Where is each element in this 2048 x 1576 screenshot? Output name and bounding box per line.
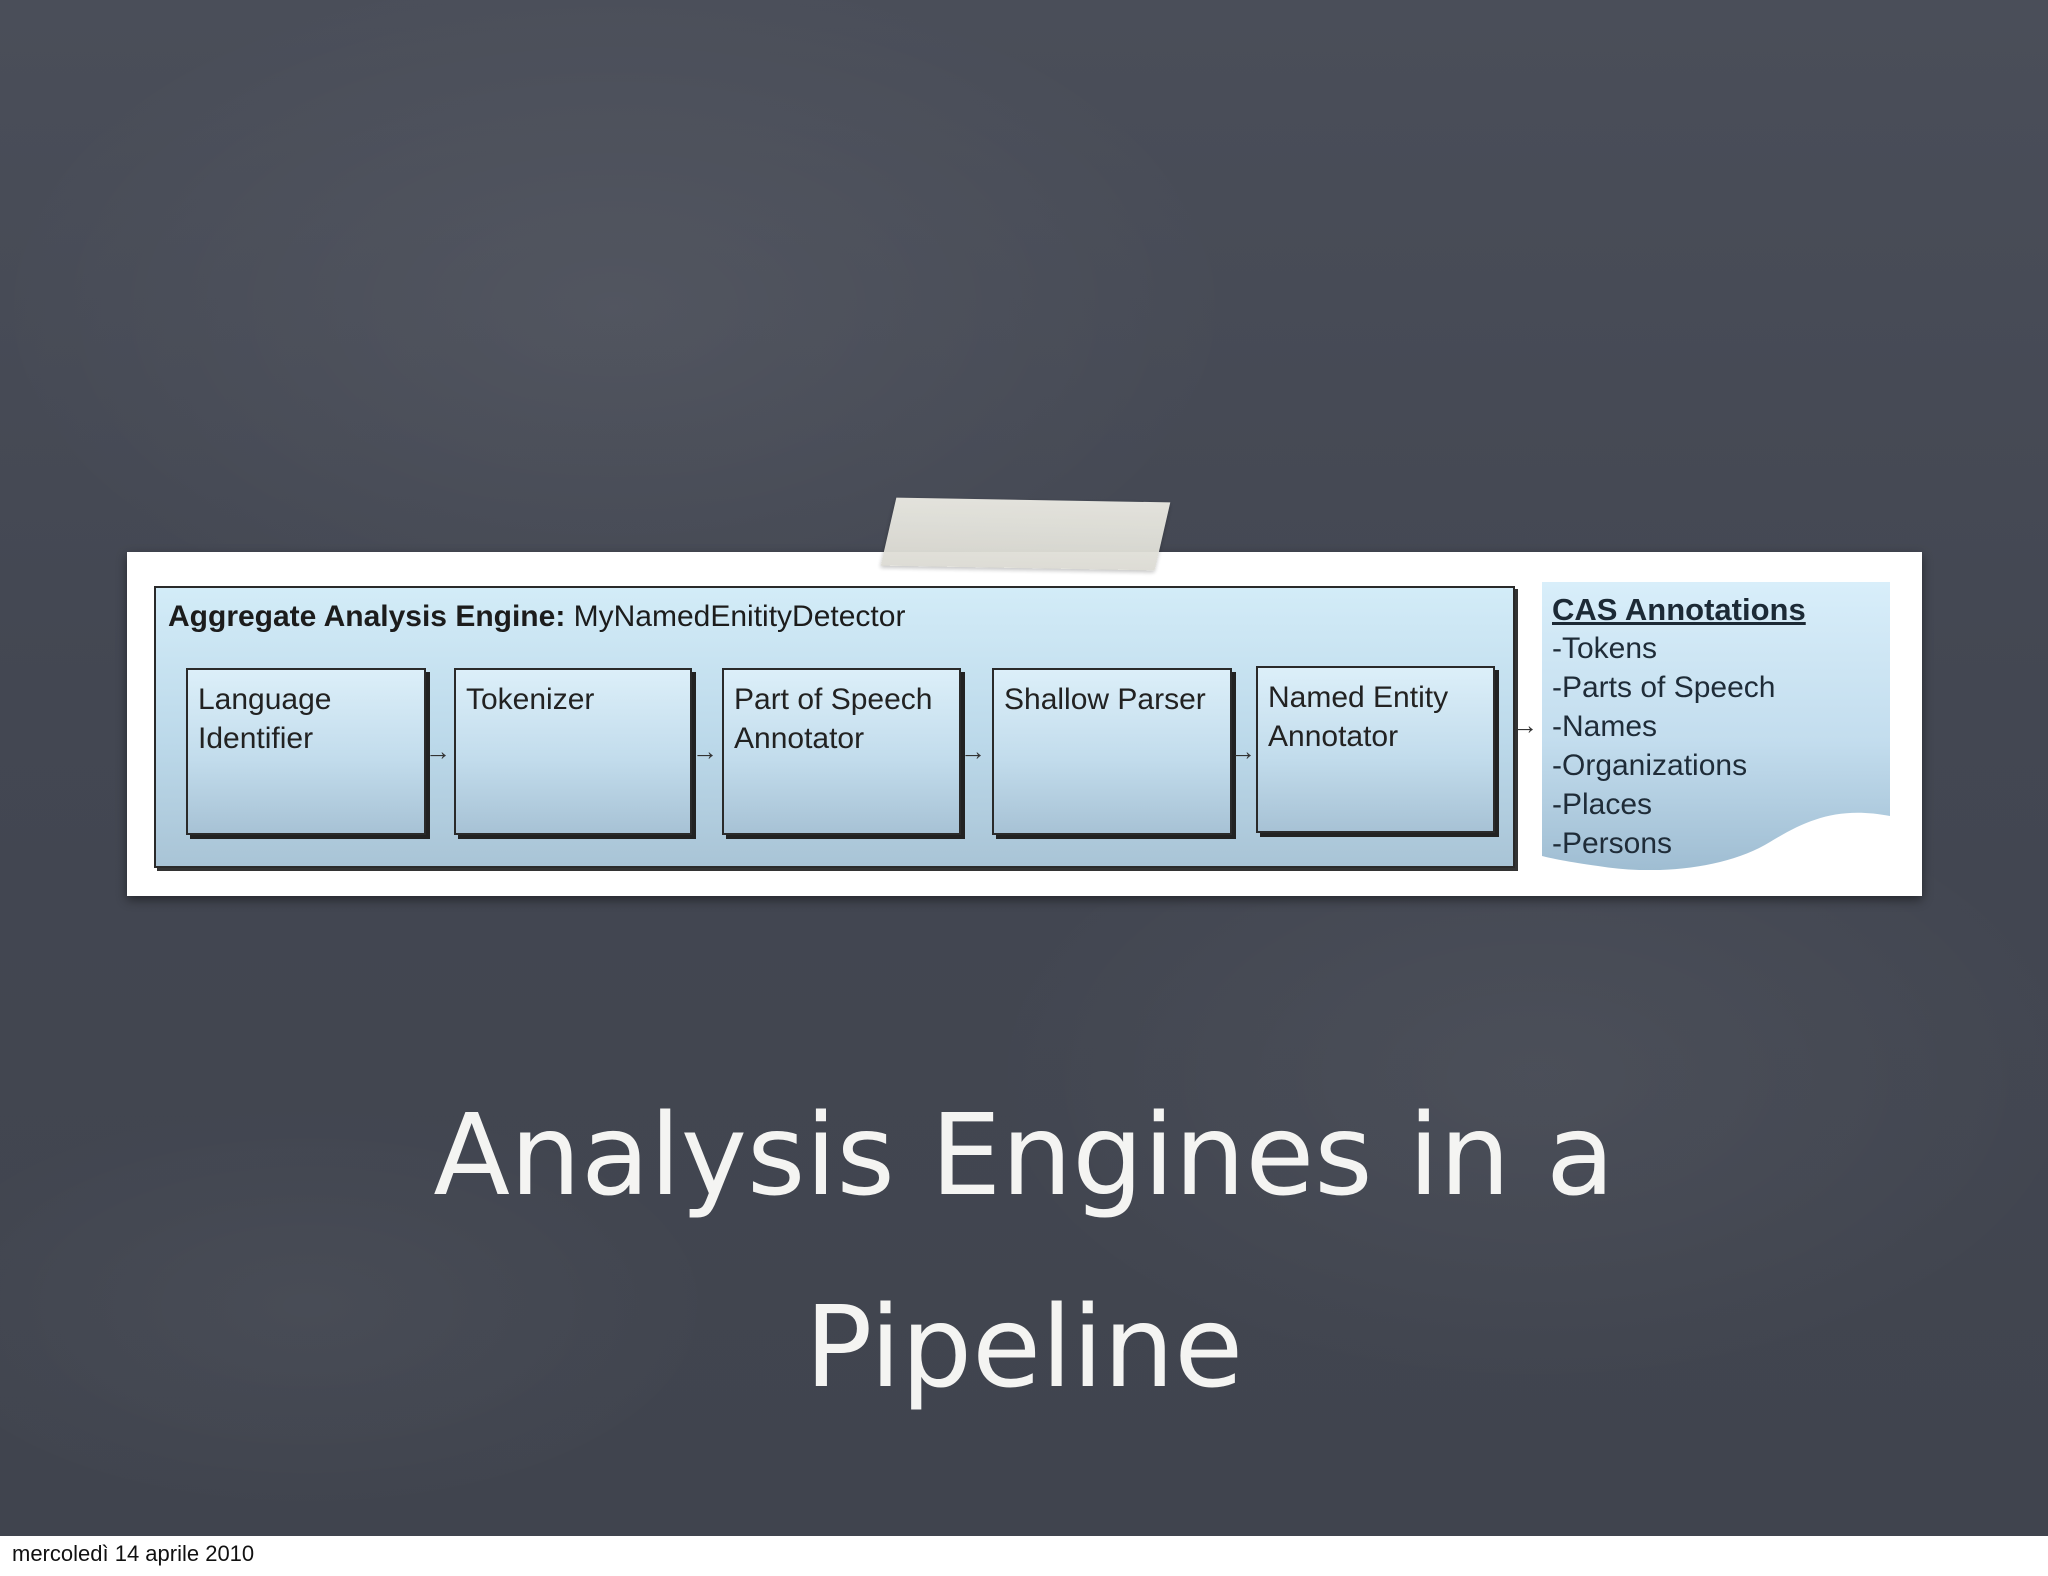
flow-arrow-icon: → (1512, 710, 1538, 740)
footer-date: mercoledì 14 aprile 2010 (12, 1541, 255, 1566)
component-part-of-speech-annotator: Part of Speech Annotator (722, 668, 961, 835)
flow-arrow-icon: → (1230, 736, 1256, 766)
component-label: Shallow Parser (1004, 683, 1206, 716)
component-named-entity-annotator: Named Entity Annotator (1256, 666, 1495, 833)
component-tokenizer: Tokenizer (454, 668, 692, 835)
engine-title: Aggregate Analysis Engine: MyNamedEnitit… (168, 600, 905, 634)
component-label: Part of Speech Annotator (734, 683, 933, 755)
component-label: Named Entity Annotator (1268, 681, 1449, 753)
cas-item: -Places (1552, 788, 1653, 821)
tape-strip (880, 497, 1171, 571)
chalkboard-slide: Aggregate Analysis Engine: MyNamedEnitit… (0, 0, 2048, 1536)
flow-arrow-icon: → (692, 736, 718, 766)
component-label: Tokenizer (466, 683, 595, 716)
cas-item: -Tokens (1552, 632, 1658, 665)
component-language-identifier: Language Identifier (186, 668, 426, 835)
flow-arrow-icon: → (960, 736, 986, 766)
cas-item: -Organizations (1552, 749, 1748, 782)
component-label: Language Identifier (198, 683, 332, 755)
engine-title-name: MyNamedEnitityDetector (573, 600, 906, 633)
slide-title-line-2: Pipeline (804, 1283, 1244, 1413)
engine-title-label: Aggregate Analysis Engine: (168, 600, 566, 633)
document-shape-icon (1542, 582, 1890, 870)
component-shallow-parser: Shallow Parser (992, 668, 1232, 835)
cas-annotations-document: CAS Annotations -Tokens -Parts of Speech… (1538, 580, 1893, 870)
cas-item: -Parts of Speech (1552, 671, 1776, 704)
cas-title: CAS Annotations (1552, 592, 1806, 627)
cas-item: -Persons (1552, 827, 1673, 860)
cas-item: -Names (1552, 710, 1658, 743)
slide-title-line-1: Analysis Engines in a (433, 1091, 1615, 1221)
flow-arrow-icon: → (425, 736, 451, 766)
